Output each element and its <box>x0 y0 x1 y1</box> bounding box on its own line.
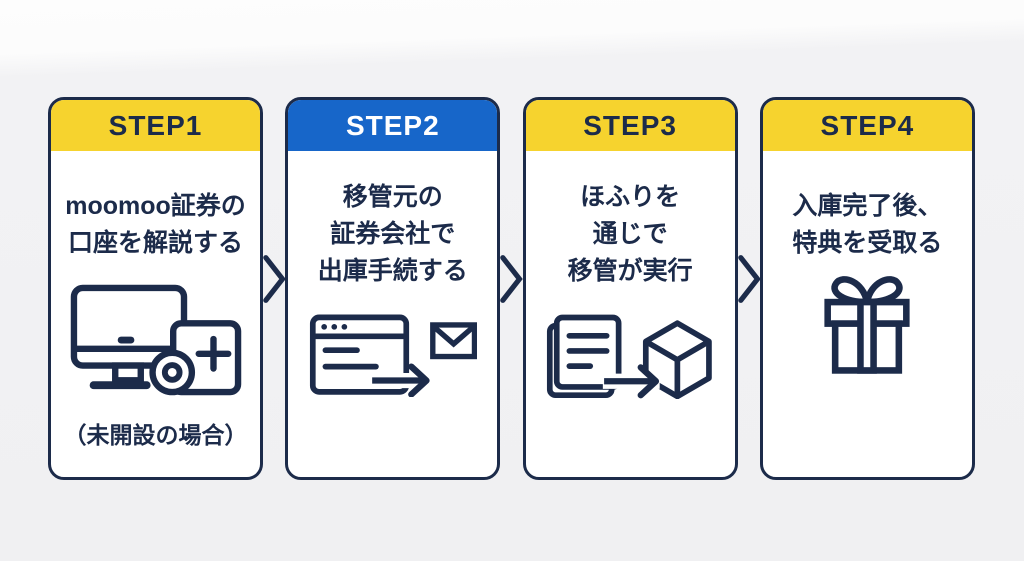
step4-icon-wrap <box>820 274 914 377</box>
step1-icon-wrap <box>70 284 242 397</box>
step2-text-line1: 移管元の <box>342 183 443 211</box>
chevron-right-icon <box>500 255 523 303</box>
gift-icon <box>824 276 910 374</box>
chevron-right-icon <box>263 255 286 303</box>
step2-header: STEP2 <box>288 100 498 151</box>
step1-body: moomoo証券の 口座を解説する （未開設の場合） <box>51 151 260 477</box>
step1-label: STEP1 <box>108 109 203 141</box>
browser-send-mail-icon <box>309 314 477 397</box>
step4-text: 入庫完了後、 特典を受取る <box>792 188 942 262</box>
step-card-2: STEP2 移管元の 証券会社で 出庫手続する <box>285 97 501 480</box>
connector-3 <box>737 97 760 480</box>
steps-row: STEP1 moomoo証券の 口座を解説する <box>48 97 975 480</box>
step-card-1: STEP1 moomoo証券の 口座を解説する <box>48 97 263 480</box>
step1-text-line1: moomoo証券の <box>65 192 246 220</box>
connector-2 <box>500 97 523 480</box>
step4-body: 入庫完了後、 特典を受取る <box>763 151 972 477</box>
step2-label: STEP2 <box>345 109 440 141</box>
step1-text: moomoo証券の 口座を解説する <box>65 188 246 262</box>
step3-text-line3: 移管が実行 <box>567 257 693 285</box>
step3-label: STEP3 <box>583 109 677 141</box>
connector-1 <box>263 97 286 480</box>
step-card-3: STEP3 ほふりを 通じで 移管が実行 <box>522 97 738 480</box>
step4-label: STEP4 <box>820 109 915 141</box>
step2-body: 移管元の 証券会社で 出庫手続する <box>288 151 497 477</box>
step1-text-line2: 口座を解説する <box>67 229 243 257</box>
chevron-right-icon <box>737 255 760 303</box>
step2-text-line3: 出庫手続する <box>317 257 468 285</box>
step3-text-line1: ほふりを <box>580 183 681 211</box>
step2-icon-wrap <box>309 311 477 397</box>
step4-text-line1: 入庫完了後、 <box>792 192 943 220</box>
step2-text-line2: 証券会社で <box>330 220 456 248</box>
step2-text: 移管元の 証券会社で 出庫手続する <box>318 179 468 290</box>
step3-body: ほふりを 通じで 移管が実行 <box>526 151 735 477</box>
step1-header: STEP1 <box>51 100 260 151</box>
documents-to-box-icon <box>547 314 712 399</box>
step3-text: ほふりを 通じで 移管が実行 <box>568 179 693 290</box>
step-card-4: STEP4 入庫完了後、 特典を受取る <box>759 97 975 480</box>
step4-header: STEP4 <box>762 100 972 151</box>
step3-icon-wrap <box>546 313 714 399</box>
step3-text-line2: 通じで <box>592 220 668 248</box>
step1-caption: （未開設の場合） <box>63 422 248 448</box>
account-devices-icon <box>70 284 241 396</box>
step3-header: STEP3 <box>525 100 735 151</box>
step4-text-line2: 特典を受取る <box>792 229 943 257</box>
